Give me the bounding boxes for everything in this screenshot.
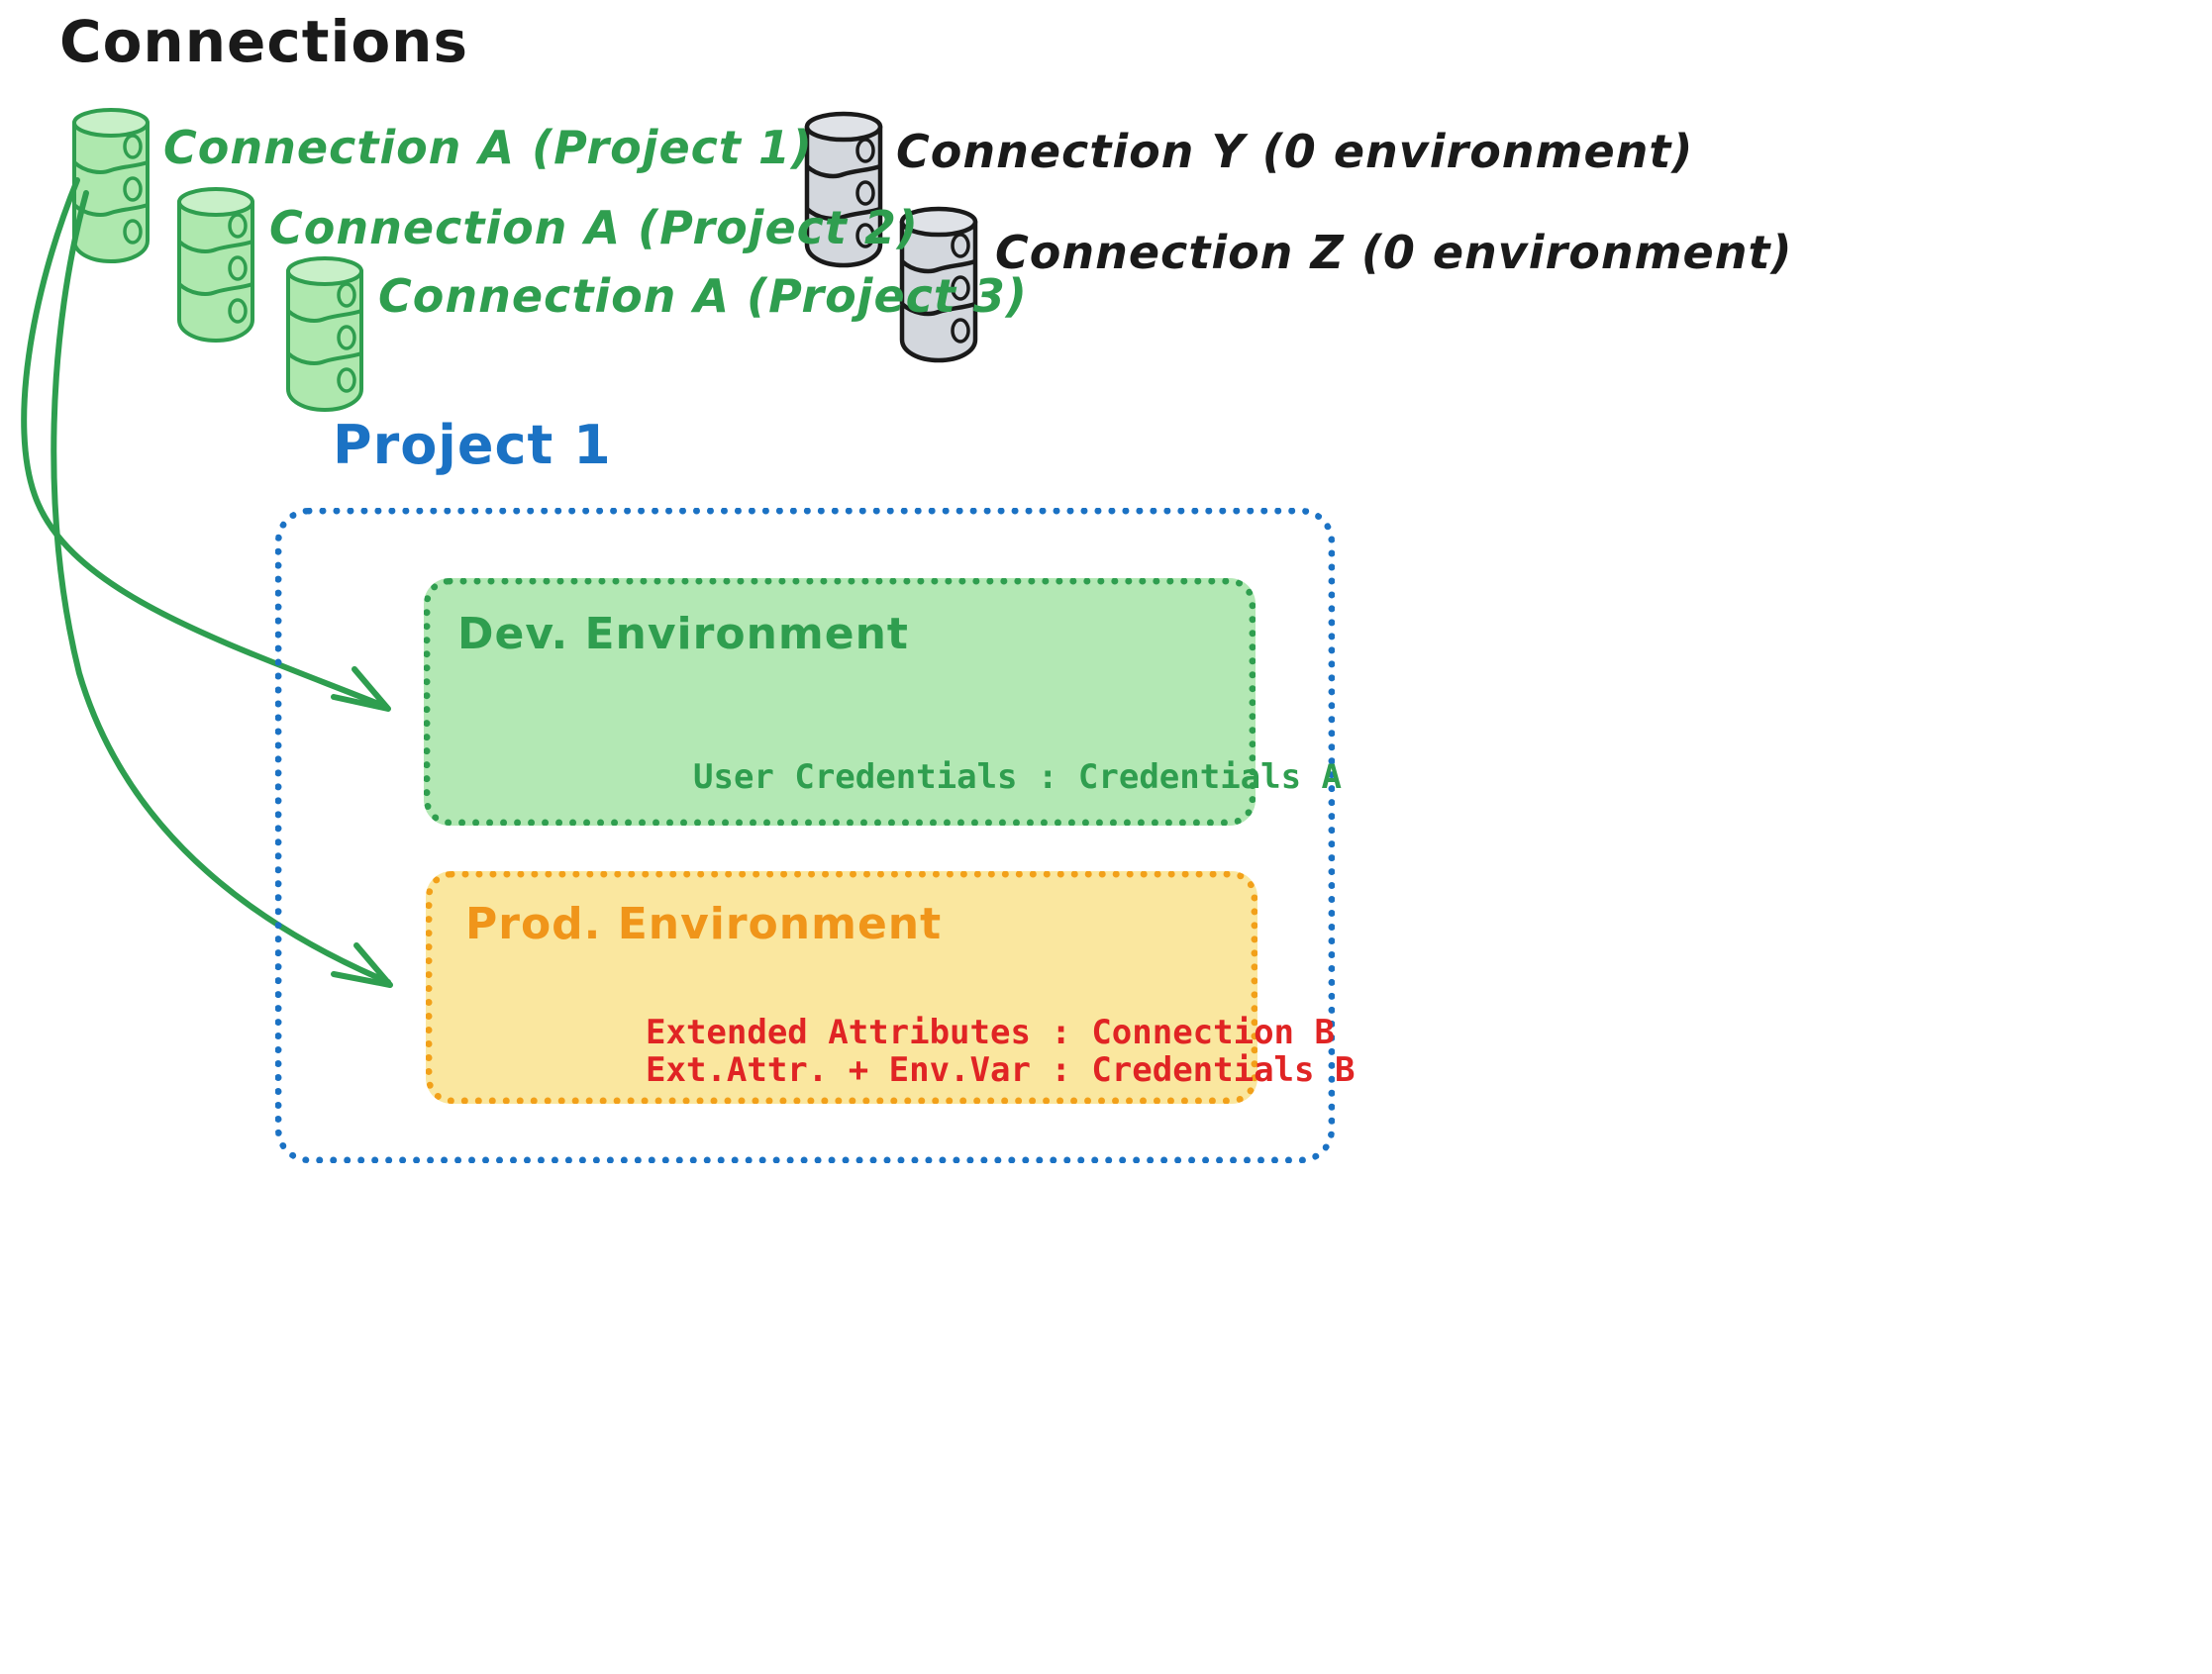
page-title: Connections: [59, 8, 468, 75]
connection-label-a-project-2: Connection A (Project 2): [269, 201, 919, 254]
dev-environment-box: [424, 578, 1256, 826]
connection-label-z: Connection Z (0 environment): [995, 226, 1793, 279]
project-title: Project 1: [333, 414, 612, 476]
arrow-connection-a-to-prod: [50, 190, 393, 988]
database-icon-connection-z: [899, 206, 978, 363]
prod-environment-entry-ext-attr-env-var: Ext.Attr. + Env.Var : Credentials B: [646, 1050, 1356, 1090]
dev-environment-entry-user-credentials: User Credentials : Credentials A: [693, 757, 1343, 797]
database-icon-connection-a-project-3: [286, 256, 363, 412]
database-icon-connection-y: [804, 111, 883, 268]
prod-environment-title: Prod. Environment: [465, 899, 943, 949]
project-1-container: [275, 508, 1335, 1163]
arrow-connection-a-to-dev: [21, 177, 391, 712]
database-icon-connection-a-project-2: [177, 187, 254, 343]
connection-label-y: Connection Y (0 environment): [896, 125, 1694, 178]
connection-label-a-project-3: Connection A (Project 3): [378, 269, 1028, 323]
dev-environment-title: Dev. Environment: [457, 609, 909, 659]
prod-environment-entry-extended-attributes: Extended Attributes : Connection B: [646, 1013, 1335, 1052]
connection-label-a-project-1: Connection A (Project 1): [163, 121, 813, 174]
database-icon-connection-a-project-1: [72, 108, 150, 263]
prod-environment-box: [426, 871, 1257, 1104]
